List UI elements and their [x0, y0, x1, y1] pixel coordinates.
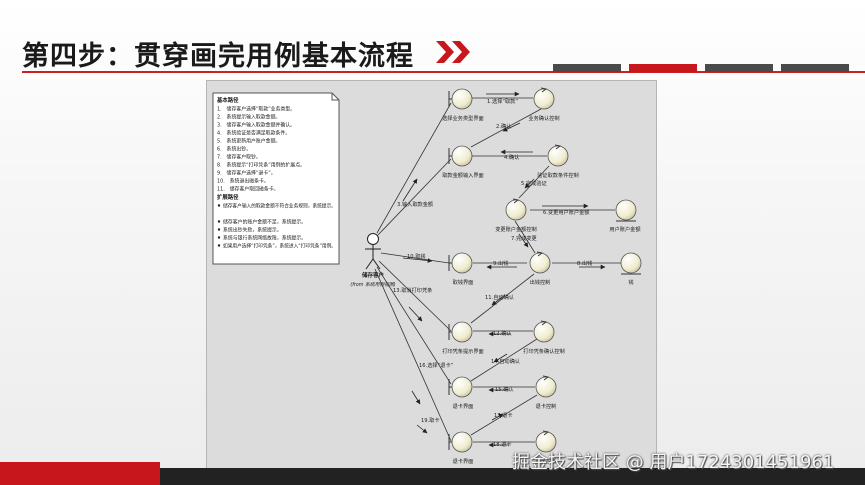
- svg-text:打印凭条提示界面: 打印凭条提示界面: [442, 347, 484, 355]
- object-money-entity: 钱: [620, 252, 642, 286]
- slide-title-bar: 第四步：贯穿画完用例基本流程: [0, 34, 865, 74]
- alt-step-3: 系统出钞失败，系统提示。: [223, 227, 282, 234]
- alt-step-4: 系统与银行系统网络故障，系统提示。: [223, 235, 306, 242]
- msg-9: 9.出钱: [493, 259, 508, 267]
- object-select-type-ui: 选择业务类型界面: [442, 88, 484, 122]
- object-eject-card-control: 退卡控制: [535, 375, 557, 410]
- object-verify-condition-control: 验证取款条件控制: [537, 144, 579, 179]
- basic-step-4: 4. 系统验证是否满足取款条件。: [217, 130, 290, 137]
- msg-18: 18.退卡: [493, 440, 512, 448]
- chevron-right-icon: [436, 41, 470, 63]
- svg-text:退卡界面: 退卡界面: [453, 457, 474, 465]
- footer-red-bar: [0, 462, 160, 485]
- footer-dark-bar: [160, 468, 865, 485]
- msg-17: 17.退卡: [494, 411, 513, 419]
- svg-text:退卡控制: 退卡控制: [536, 402, 557, 410]
- msg-10: 10.取钱: [407, 252, 426, 260]
- basic-step-9: 9. 储存客户选择“退卡”。: [217, 170, 276, 177]
- header-tab-1: [553, 64, 621, 72]
- msg-12: 12.确认: [493, 329, 512, 337]
- msg-14: 14.自动确认: [491, 357, 521, 365]
- object-eject-card-control-2: 退卡控制: [535, 430, 557, 465]
- basic-flow-title: 基本路径: [216, 96, 239, 104]
- actor-name: 储存客户: [361, 271, 384, 279]
- svg-text:钱: 钱: [628, 278, 633, 286]
- basic-step-11: 11. 储存客户取回磁条卡。: [217, 186, 279, 193]
- object-amount-input-ui: 取款金额输入界面: [442, 145, 484, 179]
- msg-2: 2.确认: [496, 122, 512, 130]
- msg-16: 16.选择“退卡”: [419, 361, 454, 369]
- basic-step-7: 7. 储存客户取钞。: [217, 154, 261, 161]
- svg-text:变更账户金额控制: 变更账户金额控制: [495, 225, 537, 233]
- message-labels: 1.选择“取款” 2.确认 3.输入取款金额 4.确认 5.完成验证 6.变更用…: [393, 97, 592, 448]
- svg-text:选择业务类型界面: 选择业务类型界面: [442, 114, 484, 122]
- alt-step-2: 储存客户的账户金额不足，系统提示。: [223, 219, 306, 226]
- msg-11: 11.自动确认: [485, 293, 515, 301]
- actor-customer: 储存客户 (from 系统用例视图): [350, 233, 396, 288]
- basic-step-10: 10. 系统退出磁条卡。: [217, 178, 269, 185]
- msg-4: 4.确认: [504, 153, 520, 161]
- message-arrows: [402, 91, 606, 448]
- svg-text:打印凭条确认控制: 打印凭条确认控制: [523, 347, 565, 355]
- object-withdraw-ui: 取钱界面: [448, 252, 474, 286]
- diagram-canvas: 基本路径 1. 储存客户选择“取款”业务类型。 2. 系统提示输入取款金额。 3…: [212, 87, 642, 465]
- basic-step-2: 2. 系统提示输入取款金额。: [217, 114, 280, 121]
- svg-text:退卡控制: 退卡控制: [536, 457, 557, 465]
- msg-7: 7.完成变更: [511, 234, 538, 242]
- svg-text:取钱界面: 取钱界面: [453, 278, 474, 286]
- object-update-balance-control: 变更账户金额控制: [495, 198, 537, 233]
- svg-text:退卡界面: 退卡界面: [453, 402, 474, 410]
- msg-13: 13.取消打印凭条: [393, 286, 432, 294]
- object-print-prompt-ui: 打印凭条提示界面: [442, 321, 484, 355]
- svg-text:业务确认控制: 业务确认控制: [528, 114, 559, 122]
- collaboration-diagram: 基本路径 1. 储存客户选择“取款”业务类型。 2. 系统提示输入取款金额。 3…: [206, 80, 657, 470]
- object-eject-card-ui: 退卡界面: [448, 376, 474, 410]
- slide-title: 第四步：贯穿画完用例基本流程: [22, 41, 414, 72]
- svg-text:取款金额输入界面: 取款金额输入界面: [442, 171, 484, 179]
- basic-step-3: 3. 储存客户输入取款金额并确认。: [217, 122, 295, 129]
- header-tab-2: [629, 64, 697, 72]
- svg-text:用户账户金额: 用户账户金额: [609, 225, 641, 233]
- msg-5: 5.完成验证: [521, 179, 547, 187]
- msg-3: 3.输入取款金额: [397, 200, 434, 208]
- msg-8: 8.出钱: [577, 259, 592, 267]
- object-account-balance-entity: 用户账户金额: [609, 199, 641, 233]
- actor-links: [374, 102, 452, 442]
- header-tab-3: [705, 64, 773, 72]
- object-print-confirm-control: 打印凭条确认控制: [523, 320, 565, 355]
- actor-sub: (from 系统用例视图): [350, 281, 395, 288]
- header-tab-4: [781, 64, 849, 72]
- basic-step-5: 5. 系统更新用户账户金额。: [217, 138, 280, 145]
- object-links: [470, 97, 622, 443]
- alt-step-5: 如果用户选择“打印凭条”，系统进入“打印凭条”用例。: [223, 243, 336, 250]
- flow-note: 基本路径 1. 储存客户选择“取款”业务类型。 2. 系统提示输入取款金额。 3…: [212, 92, 340, 265]
- svg-text:验证取款条件控制: 验证取款条件控制: [537, 171, 579, 179]
- alt-step-1: 储存客户输入的取款金额不符合业务规则，系统提示。: [223, 203, 336, 210]
- title-underline: [22, 71, 865, 73]
- msg-15: 15.确认: [495, 385, 514, 393]
- watermark-text: 掘金技术社区 @ 用户1724301451961: [512, 452, 835, 473]
- msg-1: 1.选择“取款”: [487, 97, 518, 105]
- object-dispense-control: 出钱控制: [529, 251, 551, 286]
- msg-19: 19.取卡: [421, 416, 440, 424]
- basic-step-1: 1. 储存客户选择“取款”业务类型。: [217, 106, 295, 113]
- alt-flow-title: 扩展路径: [217, 193, 239, 201]
- basic-step-8: 8. 系统提示“打印凭条”用例的扩展点。: [217, 162, 305, 169]
- object-eject-card-ui-2: 退卡界面: [448, 431, 474, 465]
- svg-text:出钱控制: 出钱控制: [530, 278, 551, 286]
- msg-6: 6.变更用户账户金额: [543, 208, 590, 216]
- basic-step-6: 6. 系统出钞。: [217, 146, 251, 153]
- object-business-confirm-control: 业务确认控制: [528, 87, 560, 122]
